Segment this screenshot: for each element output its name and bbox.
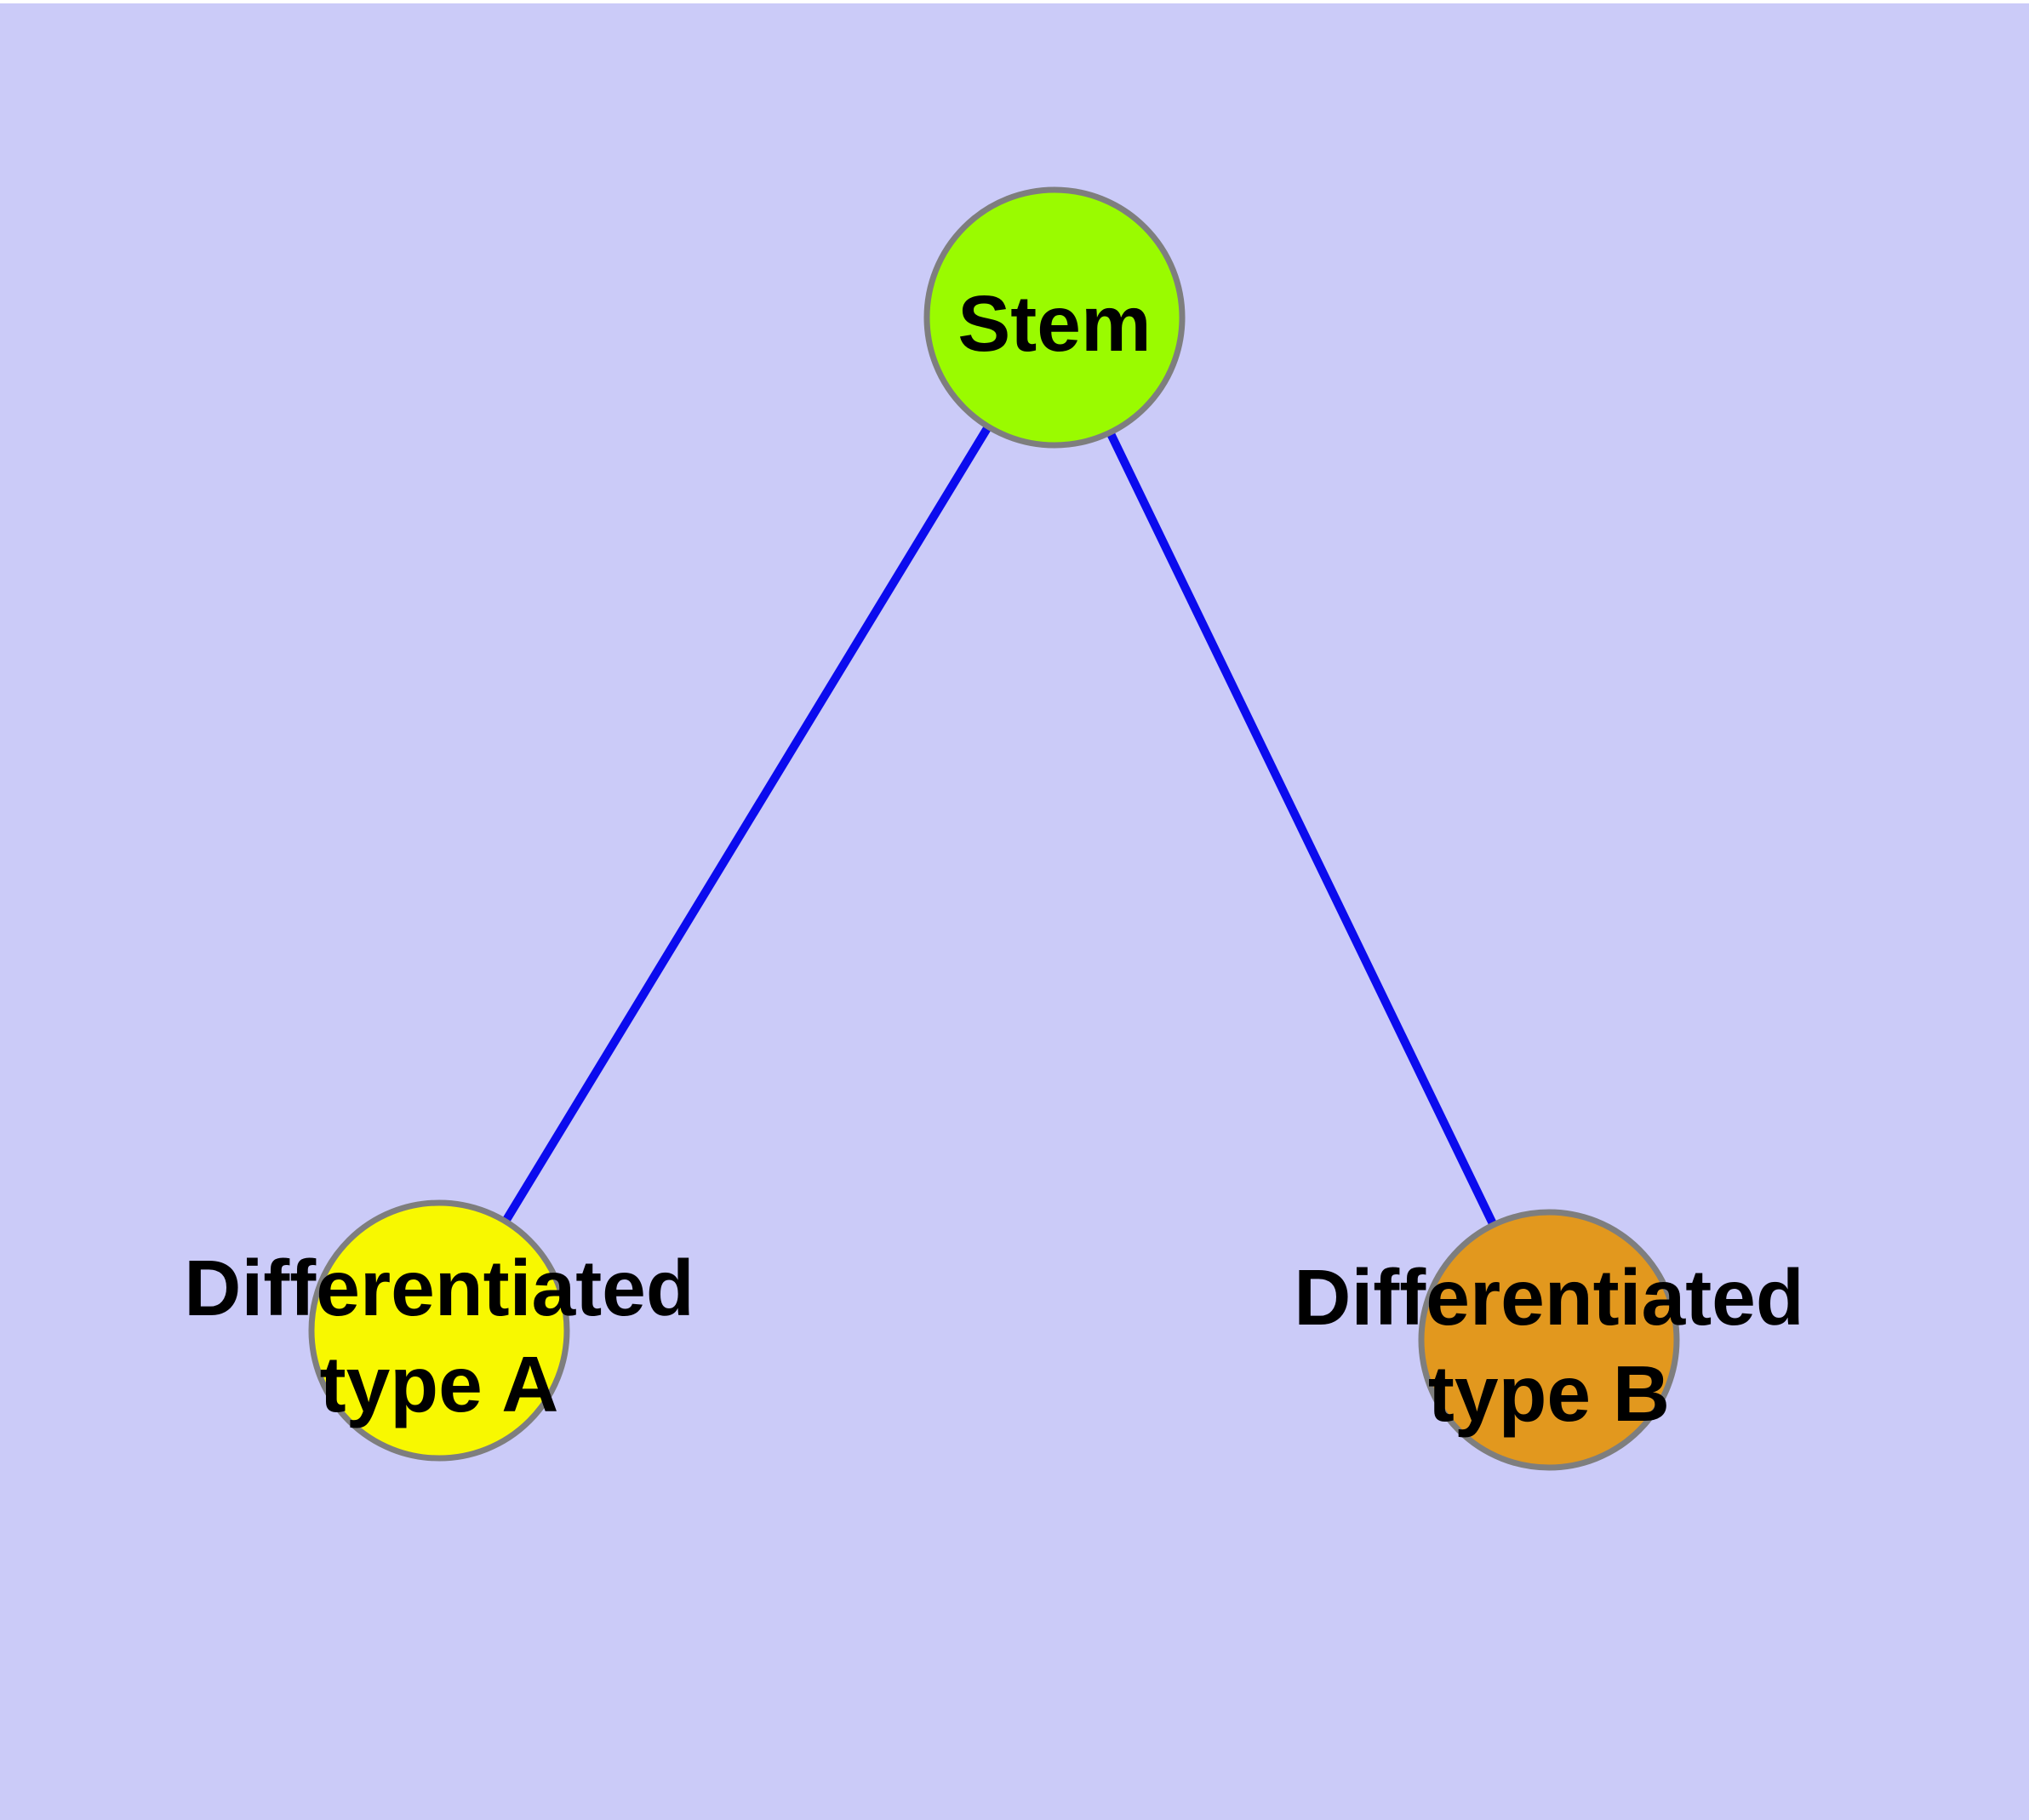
node-type-b-label-line2: type B [1428, 1349, 1670, 1438]
node-type-a-circle [308, 1199, 570, 1462]
node-type-a-label-line1: Differentiated [184, 1244, 694, 1332]
node-type-b-label-line1: Differentiated [1294, 1253, 1803, 1342]
edge-stem-to-type-b [1050, 315, 1553, 1342]
node-type-a-label-line2: type A [320, 1340, 559, 1428]
node-stem-circle [923, 186, 1186, 449]
node-stem-label: Stem [957, 279, 1151, 368]
node-type-b-circle [1418, 1209, 1680, 1471]
edge-stem-to-type-a [435, 315, 1059, 1333]
